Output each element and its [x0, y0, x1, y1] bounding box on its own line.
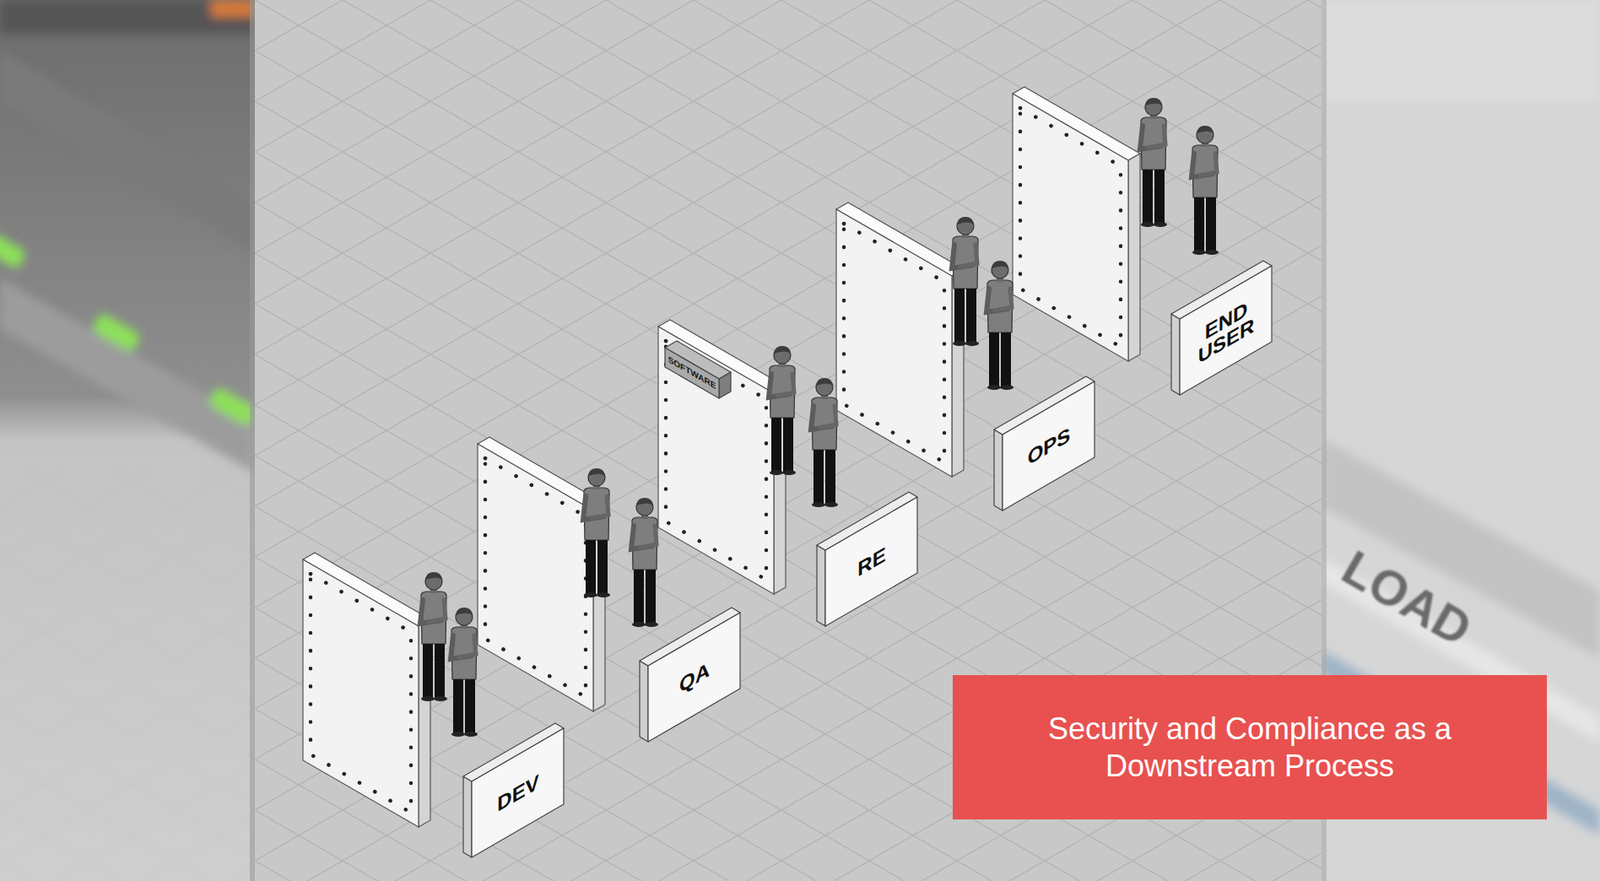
block-face: [1179, 265, 1272, 395]
wall: [658, 319, 786, 595]
block-face: [816, 545, 826, 627]
person: [810, 378, 838, 508]
software-box: SOFTWARE: [659, 330, 736, 402]
block-shape: [659, 330, 736, 402]
person: [1140, 97, 1168, 228]
wall: [1012, 86, 1141, 362]
wall: [836, 202, 964, 477]
stage-sign: END USER: [1169, 259, 1275, 397]
person: [583, 468, 611, 598]
stage-sign: RE: [815, 491, 920, 628]
block-face: [639, 660, 649, 742]
person: [951, 216, 979, 346]
block-face: [664, 347, 719, 399]
person: [1191, 125, 1219, 255]
person: [631, 497, 659, 628]
person: [986, 260, 1014, 390]
wall: [302, 552, 431, 828]
person: [768, 345, 796, 476]
block-face: [463, 776, 472, 858]
block-face: [718, 372, 731, 399]
stage-sign: DEV: [461, 722, 567, 860]
block-face: [1171, 313, 1180, 395]
caption-text: Security and Compliance as a Downstream …: [1000, 710, 1499, 784]
block-face: [1002, 381, 1095, 511]
block-face: [825, 497, 918, 627]
caption-box: Security and Compliance as a Downstream …: [952, 675, 1547, 820]
stage-sign: OPS: [992, 375, 1098, 513]
person: [450, 607, 478, 737]
block-face: [471, 728, 564, 858]
left-panel: [0, 0, 259, 881]
stage-sign: QA: [637, 606, 743, 744]
block-face: [994, 429, 1003, 511]
block-face: [648, 612, 741, 742]
person: [420, 572, 448, 702]
